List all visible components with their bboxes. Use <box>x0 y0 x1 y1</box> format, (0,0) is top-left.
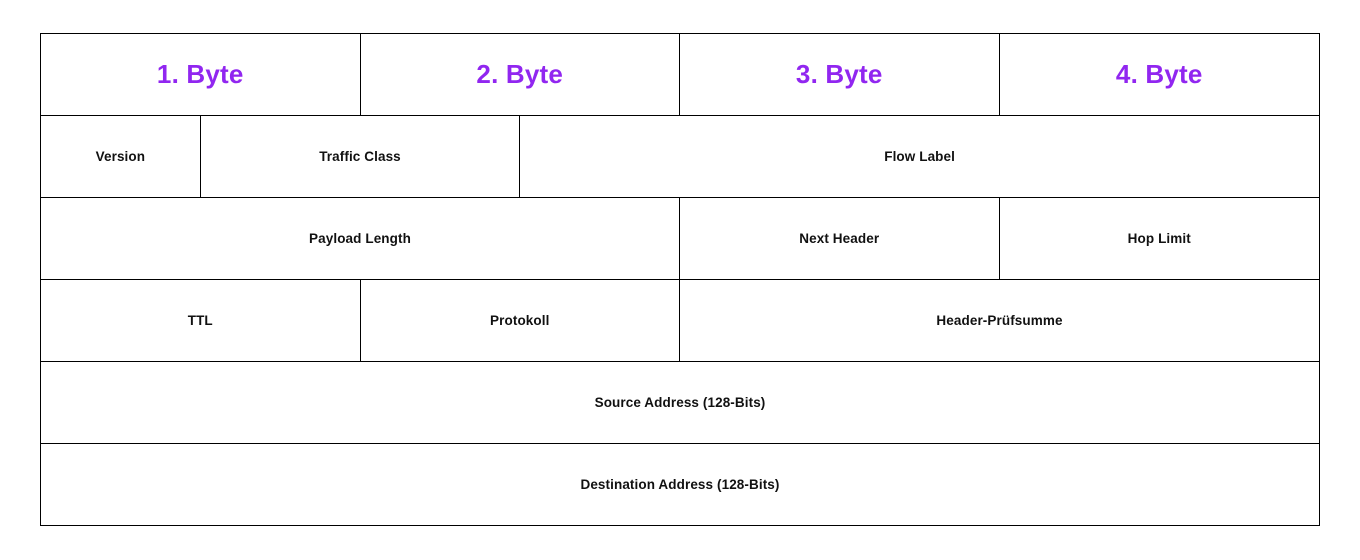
field-label: Hop Limit <box>1127 231 1191 246</box>
byte-label: 3. Byte <box>795 59 883 89</box>
field-label: Header-Prüfsumme <box>936 313 1063 328</box>
cell-next-header: Next Header <box>680 198 1000 279</box>
field-label: Source Address (128-Bits) <box>594 395 766 410</box>
row-destination-address: Destination Address (128-Bits) <box>40 443 1320 526</box>
cell-version: Version <box>41 116 201 197</box>
byte-label: 4. Byte <box>1115 59 1203 89</box>
cell-protokoll: Protokoll <box>361 280 680 361</box>
row-version: Version Traffic Class Flow Label <box>40 115 1320 197</box>
field-label: Payload Length <box>309 231 411 246</box>
cell-ttl: TTL <box>41 280 361 361</box>
field-label: Protokoll <box>490 313 550 328</box>
field-label: TTL <box>187 313 213 328</box>
cell-4-byte: 4. Byte <box>1000 34 1320 115</box>
cell-header-pr-fsumme: Header-Prüfsumme <box>680 280 1319 361</box>
cell-hop-limit: Hop Limit <box>1000 198 1320 279</box>
field-label: Next Header <box>799 231 880 246</box>
field-label: Traffic Class <box>319 149 401 164</box>
row-source-address: Source Address (128-Bits) <box>40 361 1320 443</box>
cell-traffic-class: Traffic Class <box>201 116 521 197</box>
cell-1-byte: 1. Byte <box>41 34 361 115</box>
field-label: Version <box>95 149 146 164</box>
row-ttl: TTL Protokoll Header-Prüfsumme <box>40 279 1320 361</box>
cell-destination-address-128-bits: Destination Address (128-Bits) <box>41 444 1319 525</box>
byte-label: 1. Byte <box>156 59 244 89</box>
byte-label: 2. Byte <box>476 59 564 89</box>
field-label: Destination Address (128-Bits) <box>580 477 780 492</box>
cell-payload-length: Payload Length <box>41 198 680 279</box>
row-payload: Payload Length Next Header Hop Limit <box>40 197 1320 279</box>
cell-3-byte: 3. Byte <box>680 34 1000 115</box>
byte-ruler: 1. Byte 2. Byte 3. Byte 4. Byte <box>40 33 1320 115</box>
field-label: Flow Label <box>884 149 955 164</box>
cell-2-byte: 2. Byte <box>361 34 680 115</box>
cell-source-address-128-bits: Source Address (128-Bits) <box>41 362 1319 443</box>
cell-flow-label: Flow Label <box>520 116 1319 197</box>
